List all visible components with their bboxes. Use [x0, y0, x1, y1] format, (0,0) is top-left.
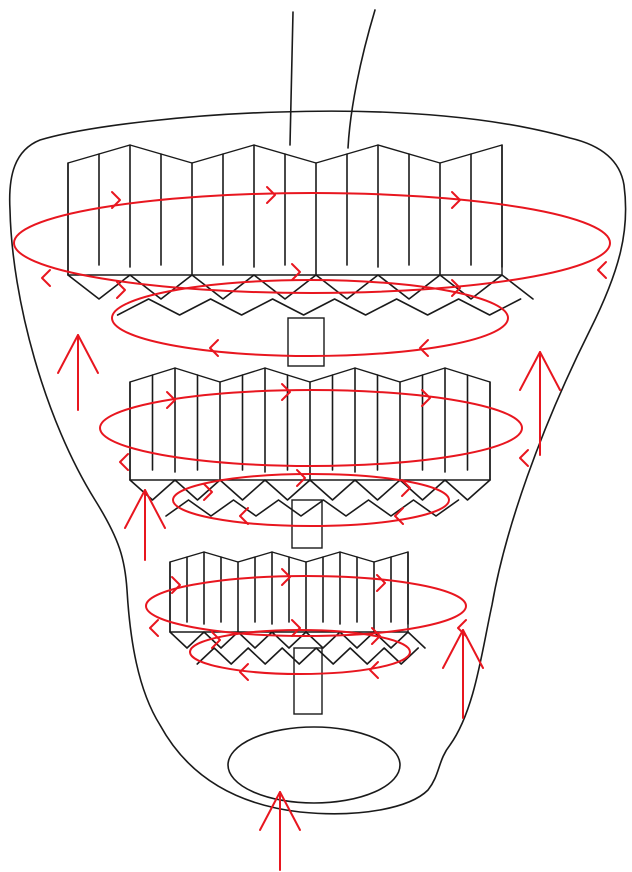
tier-stack: [68, 145, 533, 664]
outlet-pipe: [290, 10, 375, 148]
flow-arrowhead: [150, 620, 158, 636]
hex-cell-underside: [118, 299, 521, 315]
flow-arrowhead: [42, 270, 50, 286]
flow-arrowhead: [120, 454, 128, 470]
bottom-tier: [170, 552, 425, 664]
flow-arrowhead: [598, 262, 606, 278]
flow-arrowhead: [370, 662, 378, 678]
flow-arrowhead: [210, 340, 218, 356]
flow-arrowhead: [204, 484, 212, 500]
top-tier: [68, 145, 533, 315]
inlet-opening: [228, 727, 400, 803]
flow-arrowhead: [117, 282, 125, 298]
flow-arrowhead: [520, 450, 528, 466]
